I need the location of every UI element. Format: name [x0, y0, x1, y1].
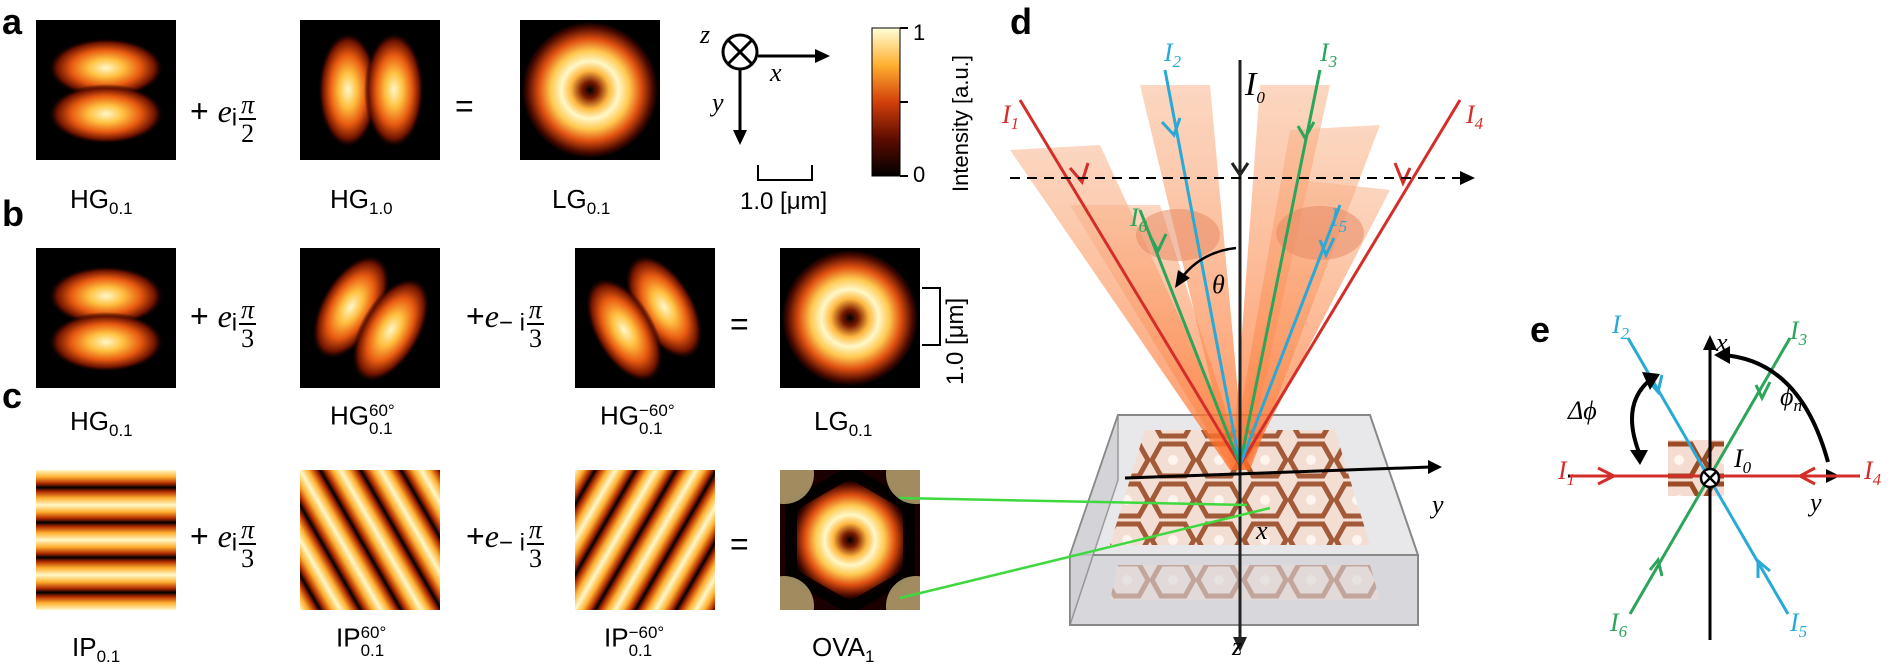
- beam-label-e-i6: I6: [1610, 608, 1628, 642]
- beam-ray-i4: [1238, 99, 1462, 466]
- label-lg01-b: LG0.1: [814, 406, 873, 441]
- panel-label-b: b: [2, 193, 24, 234]
- beam-label-i4: I4: [1466, 100, 1484, 134]
- dashed-plane-line: [1010, 171, 1475, 185]
- panel-label-c: c: [2, 375, 23, 416]
- ip01-neg60-pattern-c: [575, 470, 715, 610]
- colorbar-max: 1: [913, 20, 926, 45]
- scale-label-a: 1.0 [μm]: [740, 188, 828, 215]
- beam-ray-i5: [1238, 204, 1342, 466]
- hg10-pattern-a: [300, 20, 440, 160]
- ip01-pattern-c: [36, 470, 176, 610]
- beam-label-e-i0: I0: [1734, 444, 1752, 478]
- beam-ray-i3: [1238, 69, 1322, 466]
- hg01-60-pattern-b: [300, 248, 440, 388]
- axis-x-label-a: x: [770, 58, 782, 87]
- axis-y-label-d: y: [1432, 490, 1444, 519]
- beam-label-i6: I6: [1130, 203, 1148, 237]
- panel-label-a: a: [2, 1, 23, 42]
- axis-z-label-d: z: [1232, 632, 1243, 661]
- delta-phi-label: Δϕ: [1568, 396, 1597, 425]
- axis-y-label-e: y: [1810, 488, 1822, 517]
- panel-label-d: d: [1010, 1, 1032, 42]
- axis-y-label-a: y: [712, 88, 724, 117]
- label-hg10-a: HG1.0: [330, 184, 393, 219]
- beam-ray-i6: [1138, 209, 1242, 466]
- label-ip01-c: IP0.1: [72, 632, 121, 666]
- beam-label-e-i4: I4: [1864, 456, 1882, 490]
- connector-line-bottom: [899, 506, 1271, 600]
- beam-label-i3: I3: [1320, 38, 1338, 72]
- z-axis-d: [1230, 60, 1250, 652]
- beam-ray-i2: [1160, 69, 1242, 466]
- lg01-pattern-a: [520, 20, 660, 160]
- beam-label-e-i5: I5: [1790, 608, 1808, 642]
- ova1-pattern-c: [780, 470, 920, 610]
- beam-label-i0: I0: [1245, 66, 1265, 107]
- equals-c: =: [730, 526, 749, 562]
- theta-label: θ: [1212, 270, 1225, 299]
- equals-a: =: [455, 88, 474, 124]
- connector-line-top: [899, 496, 1248, 507]
- hg01-pattern-a: [36, 20, 176, 160]
- delta-phi-arc: [1630, 378, 1652, 456]
- beam-label-i1: I1: [1002, 100, 1020, 134]
- label-hg01-a: HG0.1: [70, 184, 133, 219]
- phi-n-label: ϕn: [1780, 382, 1802, 416]
- y-axis-d: [1124, 460, 1442, 480]
- equals-b: =: [730, 306, 749, 342]
- beam-label-i2: I2: [1164, 38, 1182, 72]
- theta-arc: [1175, 246, 1237, 288]
- label-hg01-b: HG0.1: [70, 406, 133, 441]
- panel-label-e: e: [1530, 309, 1551, 350]
- label-ip01-neg60-c: IP−60°0.1: [604, 622, 665, 660]
- ip01-60-pattern-c: [300, 470, 440, 610]
- axis-x-label-d: x: [1256, 516, 1268, 545]
- colorbar-min: 0: [913, 162, 926, 187]
- beam-label-e-i3: I3: [1790, 316, 1808, 350]
- label-lg01-a: LG0.1: [552, 184, 611, 219]
- lg01-pattern-b: [780, 248, 920, 388]
- hg01-pattern-b: [36, 248, 176, 388]
- axis-z-label-a: z: [700, 20, 711, 49]
- beam-label-i5: I5: [1330, 203, 1348, 237]
- beam-label-e-i2: I2: [1612, 310, 1630, 344]
- beam-label-e-i1: I1: [1558, 456, 1576, 490]
- hg01-neg60-pattern-b: [575, 248, 715, 388]
- beam-ray-i1: [1018, 99, 1242, 466]
- axis-x-label-e: x: [1716, 328, 1728, 357]
- label-hg01-neg60-b: HG−60°0.1: [600, 400, 675, 438]
- label-ova1-c: OVA1: [812, 632, 875, 666]
- phi-n-arc: [1721, 353, 1830, 463]
